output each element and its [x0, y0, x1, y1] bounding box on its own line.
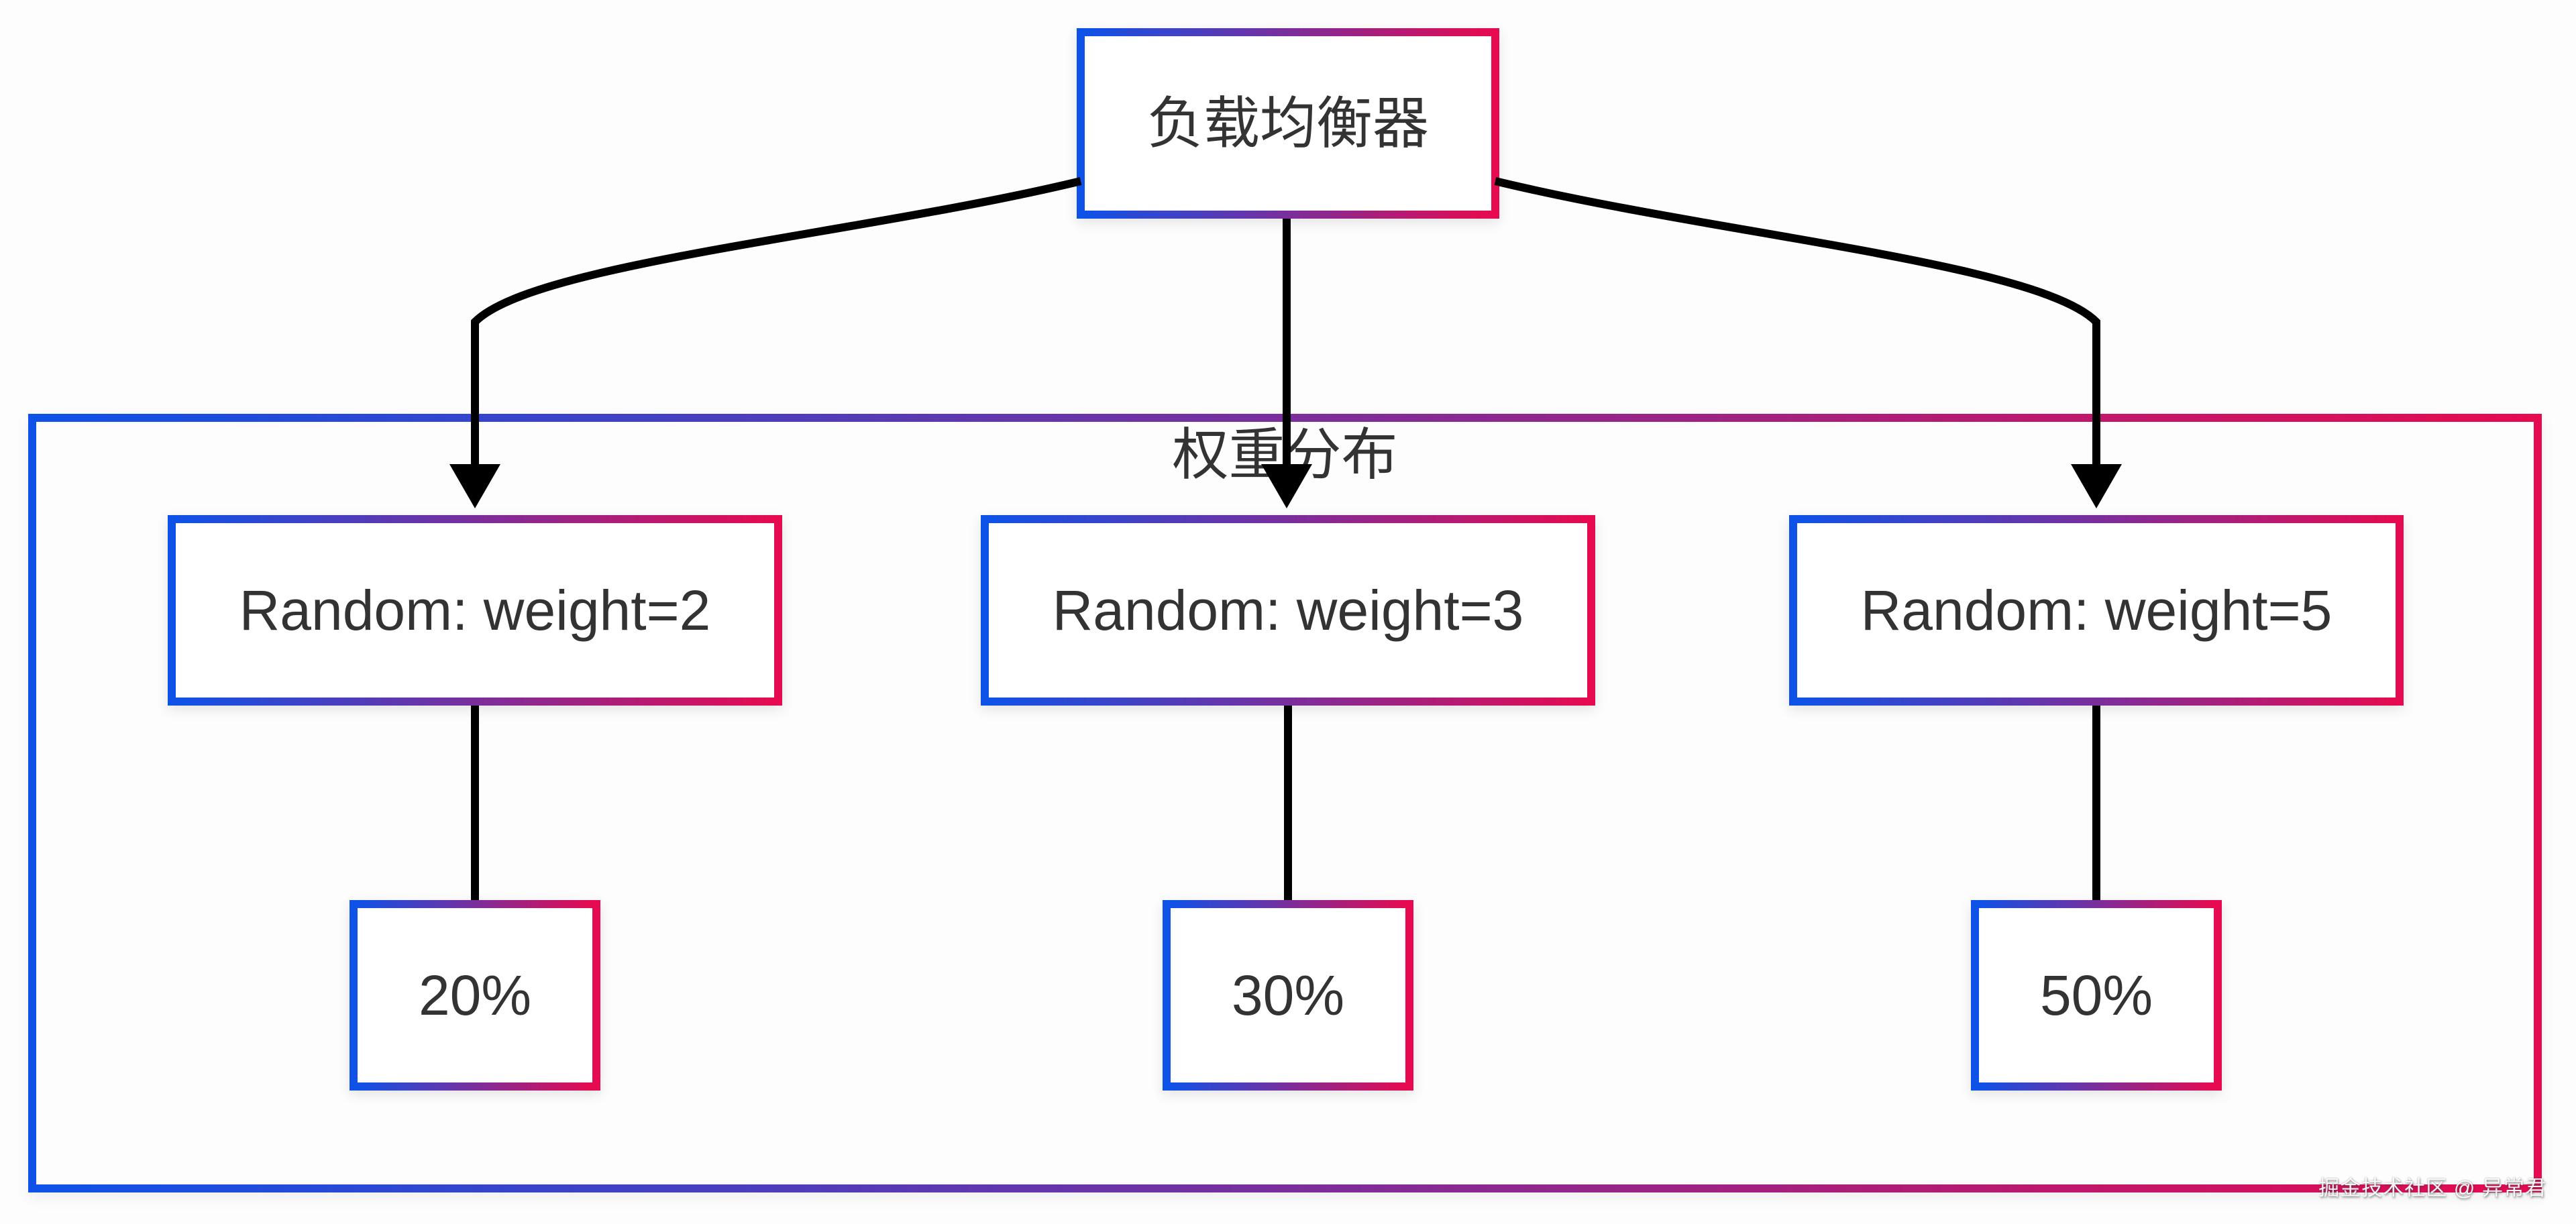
node-percent-50: 50%: [1971, 900, 2222, 1091]
node-random-weight-5: Random: weight=5: [1789, 515, 2404, 706]
node-random-weight-2: Random: weight=2: [168, 515, 782, 706]
node-percent-50-label: 50%: [2039, 963, 2153, 1027]
node-random-weight-5-label: Random: weight=5: [1860, 578, 2332, 642]
node-percent-20: 20%: [350, 900, 600, 1091]
node-percent-20-label: 20%: [418, 963, 532, 1027]
node-random-weight-3-label: Random: weight=3: [1052, 578, 1524, 642]
node-random-weight-3: Random: weight=3: [981, 515, 1595, 706]
watermark: 掘金技术社区 @ 异常君: [2318, 1176, 2546, 1200]
node-percent-30: 30%: [1163, 900, 1413, 1091]
node-load-balancer: 负载均衡器: [1077, 28, 1499, 219]
node-load-balancer-label: 负载均衡器: [1146, 91, 1429, 155]
node-percent-30-label: 30%: [1231, 963, 1345, 1027]
node-random-weight-2-label: Random: weight=2: [239, 578, 711, 642]
